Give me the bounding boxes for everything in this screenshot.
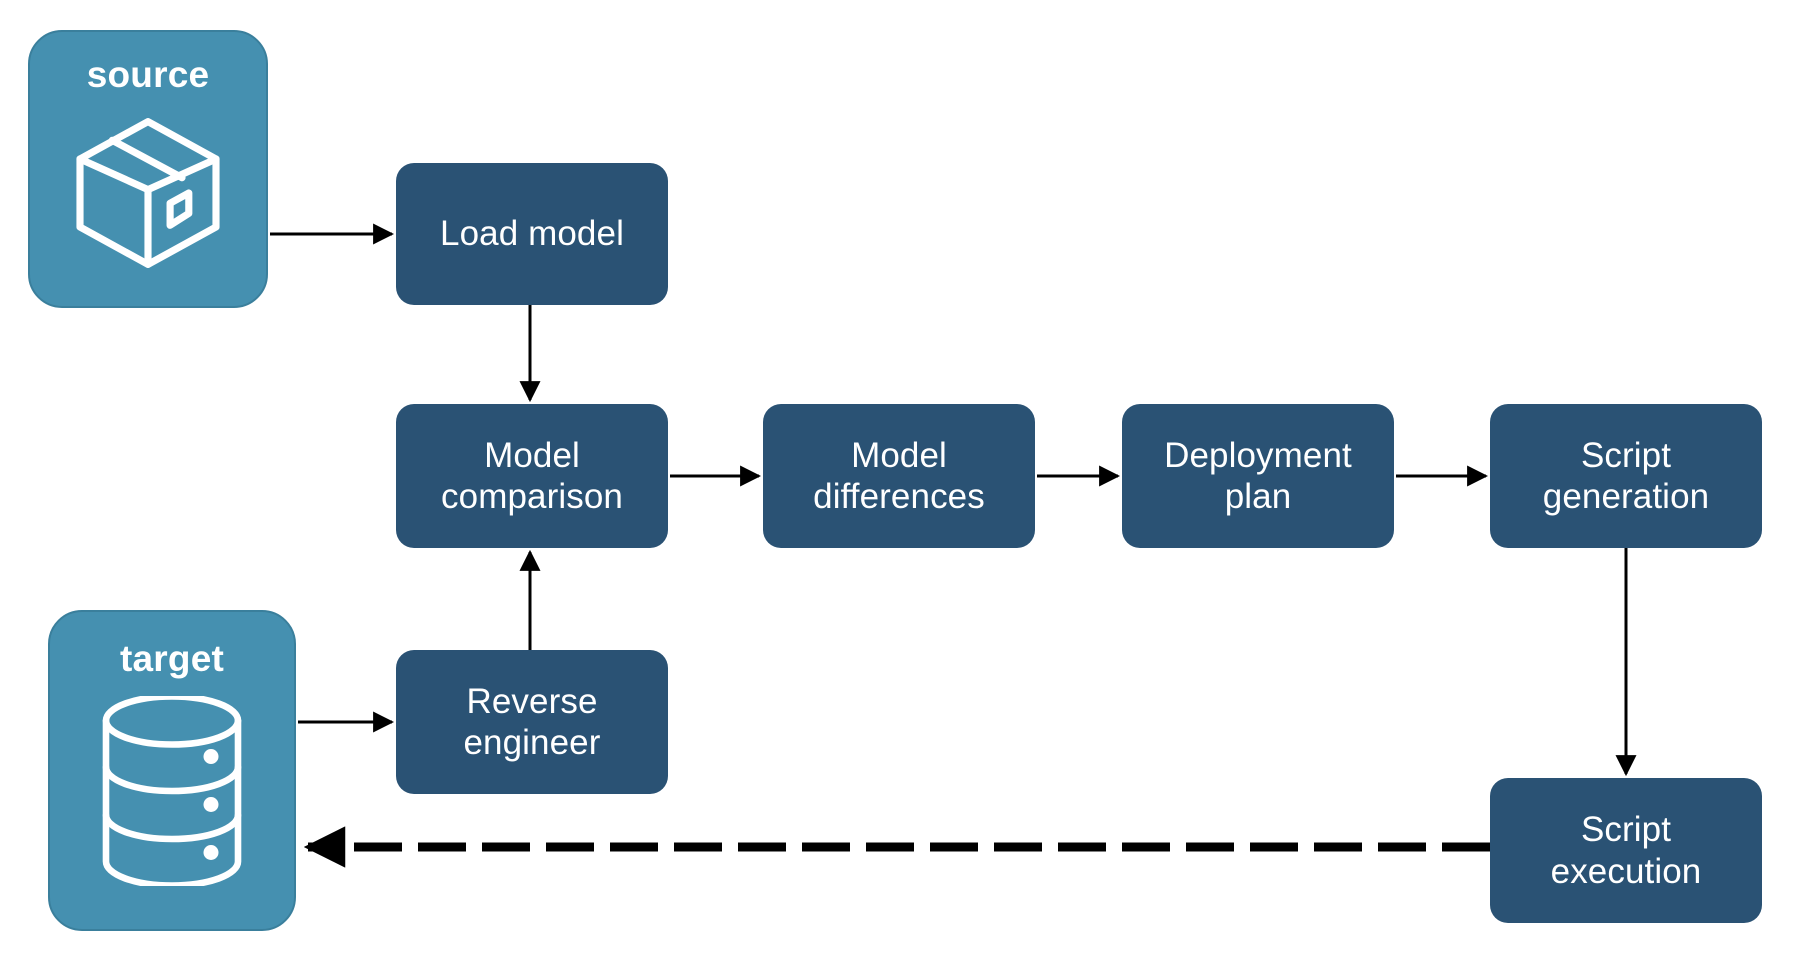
process-deployment-plan-label: Deployment plan [1164,435,1352,516]
process-deployment-plan[interactable]: Deployment plan [1122,404,1394,548]
database-cylinder-icon [97,693,247,891]
process-script-generation[interactable]: Script generation [1490,404,1762,548]
endpoint-target-label: target [120,638,224,679]
process-script-generation-label: Script generation [1542,435,1710,516]
package-box-icon [63,108,233,283]
endpoint-source-label: source [86,54,210,95]
process-model-differences[interactable]: Model differences [763,404,1035,548]
process-load-model[interactable]: Load model [396,163,668,305]
process-script-execution[interactable]: Script execution [1490,778,1762,923]
endpoint-source[interactable]: source [28,30,268,308]
process-model-comparison-label: Model comparison [441,435,623,516]
process-load-model-label: Load model [440,214,624,254]
process-reverse-engineer[interactable]: Reverse engineer [396,650,668,794]
process-reverse-engineer-label: Reverse engineer [463,681,601,762]
endpoint-target[interactable]: target [48,610,296,931]
process-model-comparison[interactable]: Model comparison [396,404,668,548]
process-model-differences-label: Model differences [813,435,985,516]
process-script-execution-label: Script execution [1550,810,1702,891]
